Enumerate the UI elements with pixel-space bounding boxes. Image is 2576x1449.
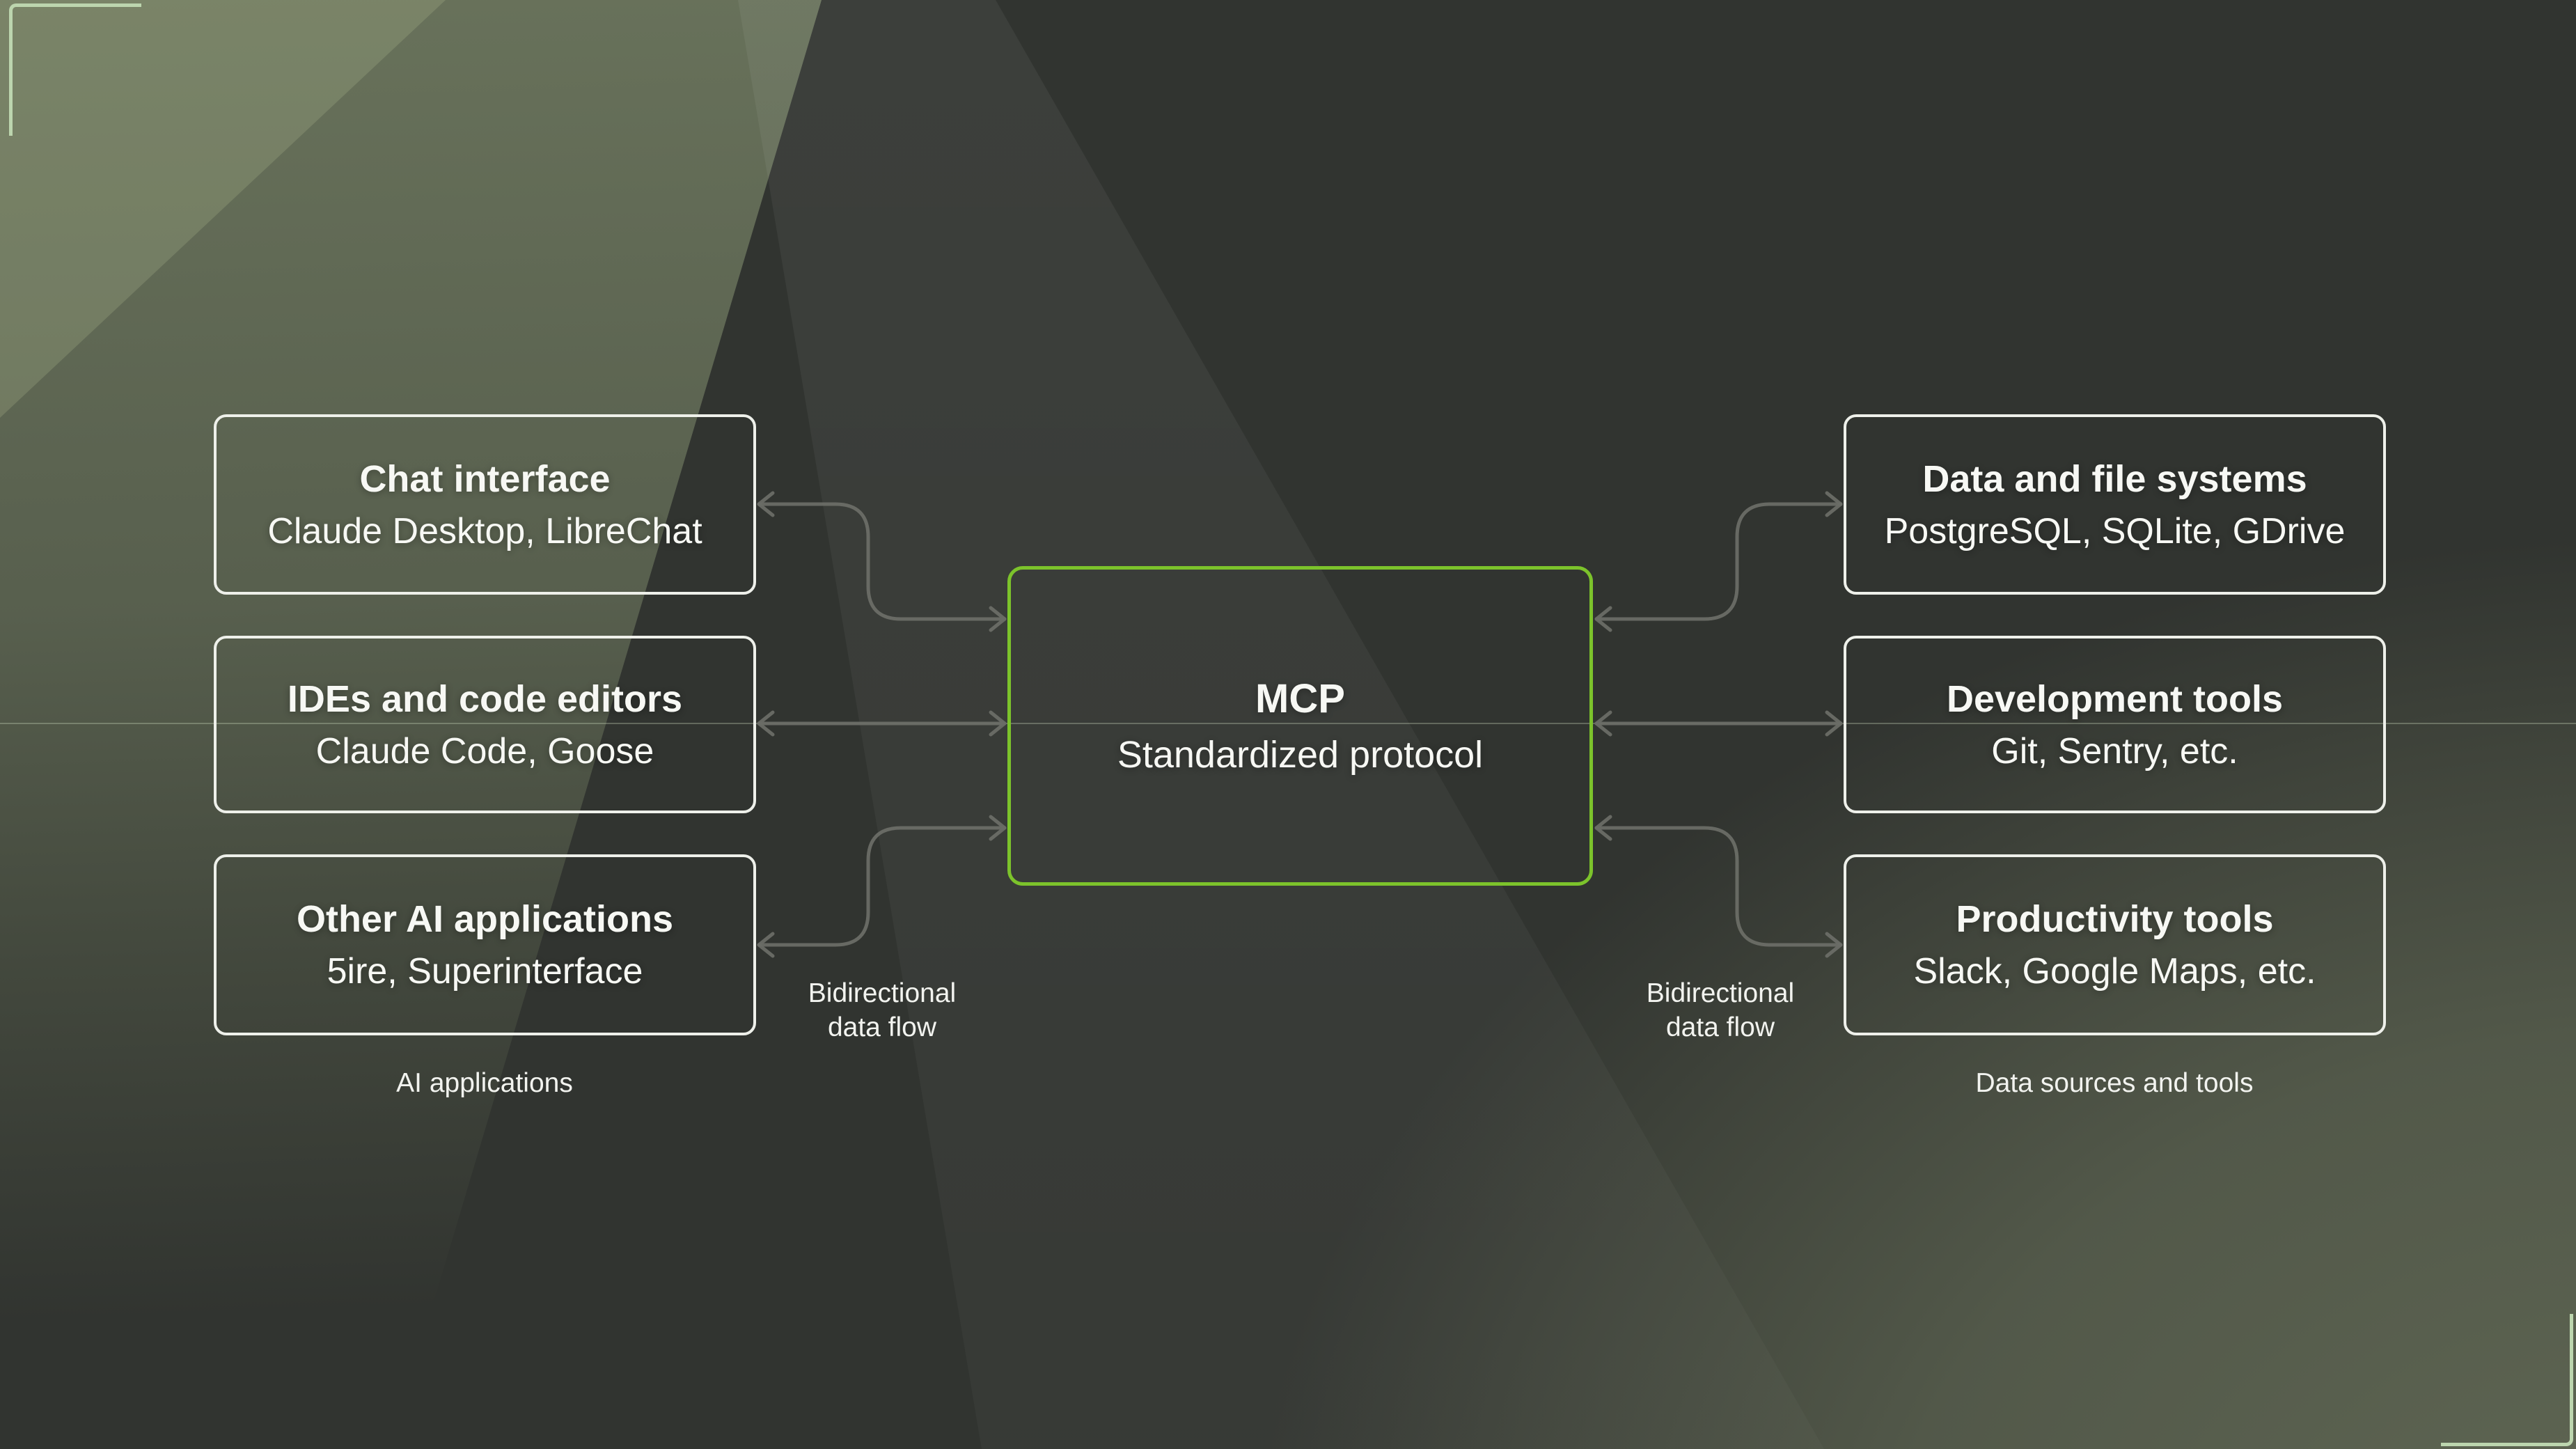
node-other-ai-applications: Other AI applications 5ire, Superinterfa… bbox=[214, 854, 756, 1035]
arrowhead-into-mcp-left-middle bbox=[989, 710, 1007, 737]
flow-label-right: Bidirectional data flow bbox=[1567, 976, 1874, 1044]
node-subtitle: PostgreSQL, SQLite, GDrive bbox=[1884, 510, 2346, 551]
node-productivity-tools: Productivity tools Slack, Google Maps, e… bbox=[1844, 854, 2386, 1035]
selection-corner-bracket-bottom-right bbox=[2441, 1314, 2573, 1446]
node-mcp: MCP Standardized protocol bbox=[1007, 566, 1593, 886]
group-label-ai-applications: AI applications bbox=[396, 1068, 573, 1098]
node-subtitle: Standardized protocol bbox=[1117, 733, 1484, 776]
arrowhead-into-ides bbox=[757, 710, 775, 737]
connector-mcp-to-datafiles bbox=[1594, 502, 1843, 621]
arrowhead-into-other-ai bbox=[757, 932, 775, 958]
node-title: Other AI applications bbox=[296, 898, 674, 940]
arrowhead-into-chat-interface bbox=[757, 491, 775, 517]
node-title: Chat interface bbox=[359, 457, 611, 500]
arrowhead-into-data-file-systems bbox=[1825, 491, 1843, 517]
node-subtitle: Claude Code, Goose bbox=[315, 730, 654, 772]
node-development-tools: Development tools Git, Sentry, etc. bbox=[1844, 636, 2386, 813]
arrowhead-into-mcp-right-middle bbox=[1594, 710, 1612, 737]
flow-label-line1: Bidirectional bbox=[1646, 978, 1795, 1008]
node-subtitle: Git, Sentry, etc. bbox=[1991, 730, 2238, 772]
flow-label-left: Bidirectional data flow bbox=[729, 976, 1035, 1044]
flow-label-line1: Bidirectional bbox=[808, 978, 957, 1008]
arrowhead-into-mcp-left-bottom bbox=[989, 815, 1007, 841]
arrowhead-into-productivity-tools bbox=[1825, 932, 1843, 958]
node-title: Data and file systems bbox=[1922, 457, 2307, 500]
flow-label-line2: data flow bbox=[827, 1012, 937, 1042]
node-subtitle: Slack, Google Maps, etc. bbox=[1913, 951, 2316, 992]
selection-corner-bracket-top-left bbox=[9, 3, 141, 136]
node-title: IDEs and code editors bbox=[287, 677, 683, 720]
node-subtitle: Claude Desktop, LibreChat bbox=[267, 510, 702, 551]
node-chat-interface: Chat interface Claude Desktop, LibreChat bbox=[214, 414, 756, 595]
connector-mcp-to-productivity bbox=[1594, 826, 1843, 947]
arrowhead-into-development-tools bbox=[1825, 710, 1843, 737]
node-title: MCP bbox=[1255, 675, 1345, 721]
arrowhead-into-mcp-right-top bbox=[1594, 606, 1612, 632]
group-label-data-sources-tools: Data sources and tools bbox=[1975, 1068, 2254, 1098]
node-data-file-systems: Data and file systems PostgreSQL, SQLite… bbox=[1844, 414, 2386, 595]
node-subtitle: 5ire, Superinterface bbox=[327, 951, 643, 992]
node-title: Development tools bbox=[1946, 677, 2284, 720]
node-ides-code-editors: IDEs and code editors Claude Code, Goose bbox=[214, 636, 756, 813]
node-title: Productivity tools bbox=[1956, 898, 2274, 940]
arrowhead-into-mcp-right-bottom bbox=[1594, 815, 1612, 841]
background-seam-line bbox=[0, 723, 2576, 724]
flow-label-line2: data flow bbox=[1665, 1012, 1775, 1042]
arrowhead-into-mcp-left-top bbox=[989, 606, 1007, 632]
connector-otherai-to-mcp bbox=[757, 826, 1007, 947]
connector-chat-to-mcp bbox=[757, 502, 1007, 621]
